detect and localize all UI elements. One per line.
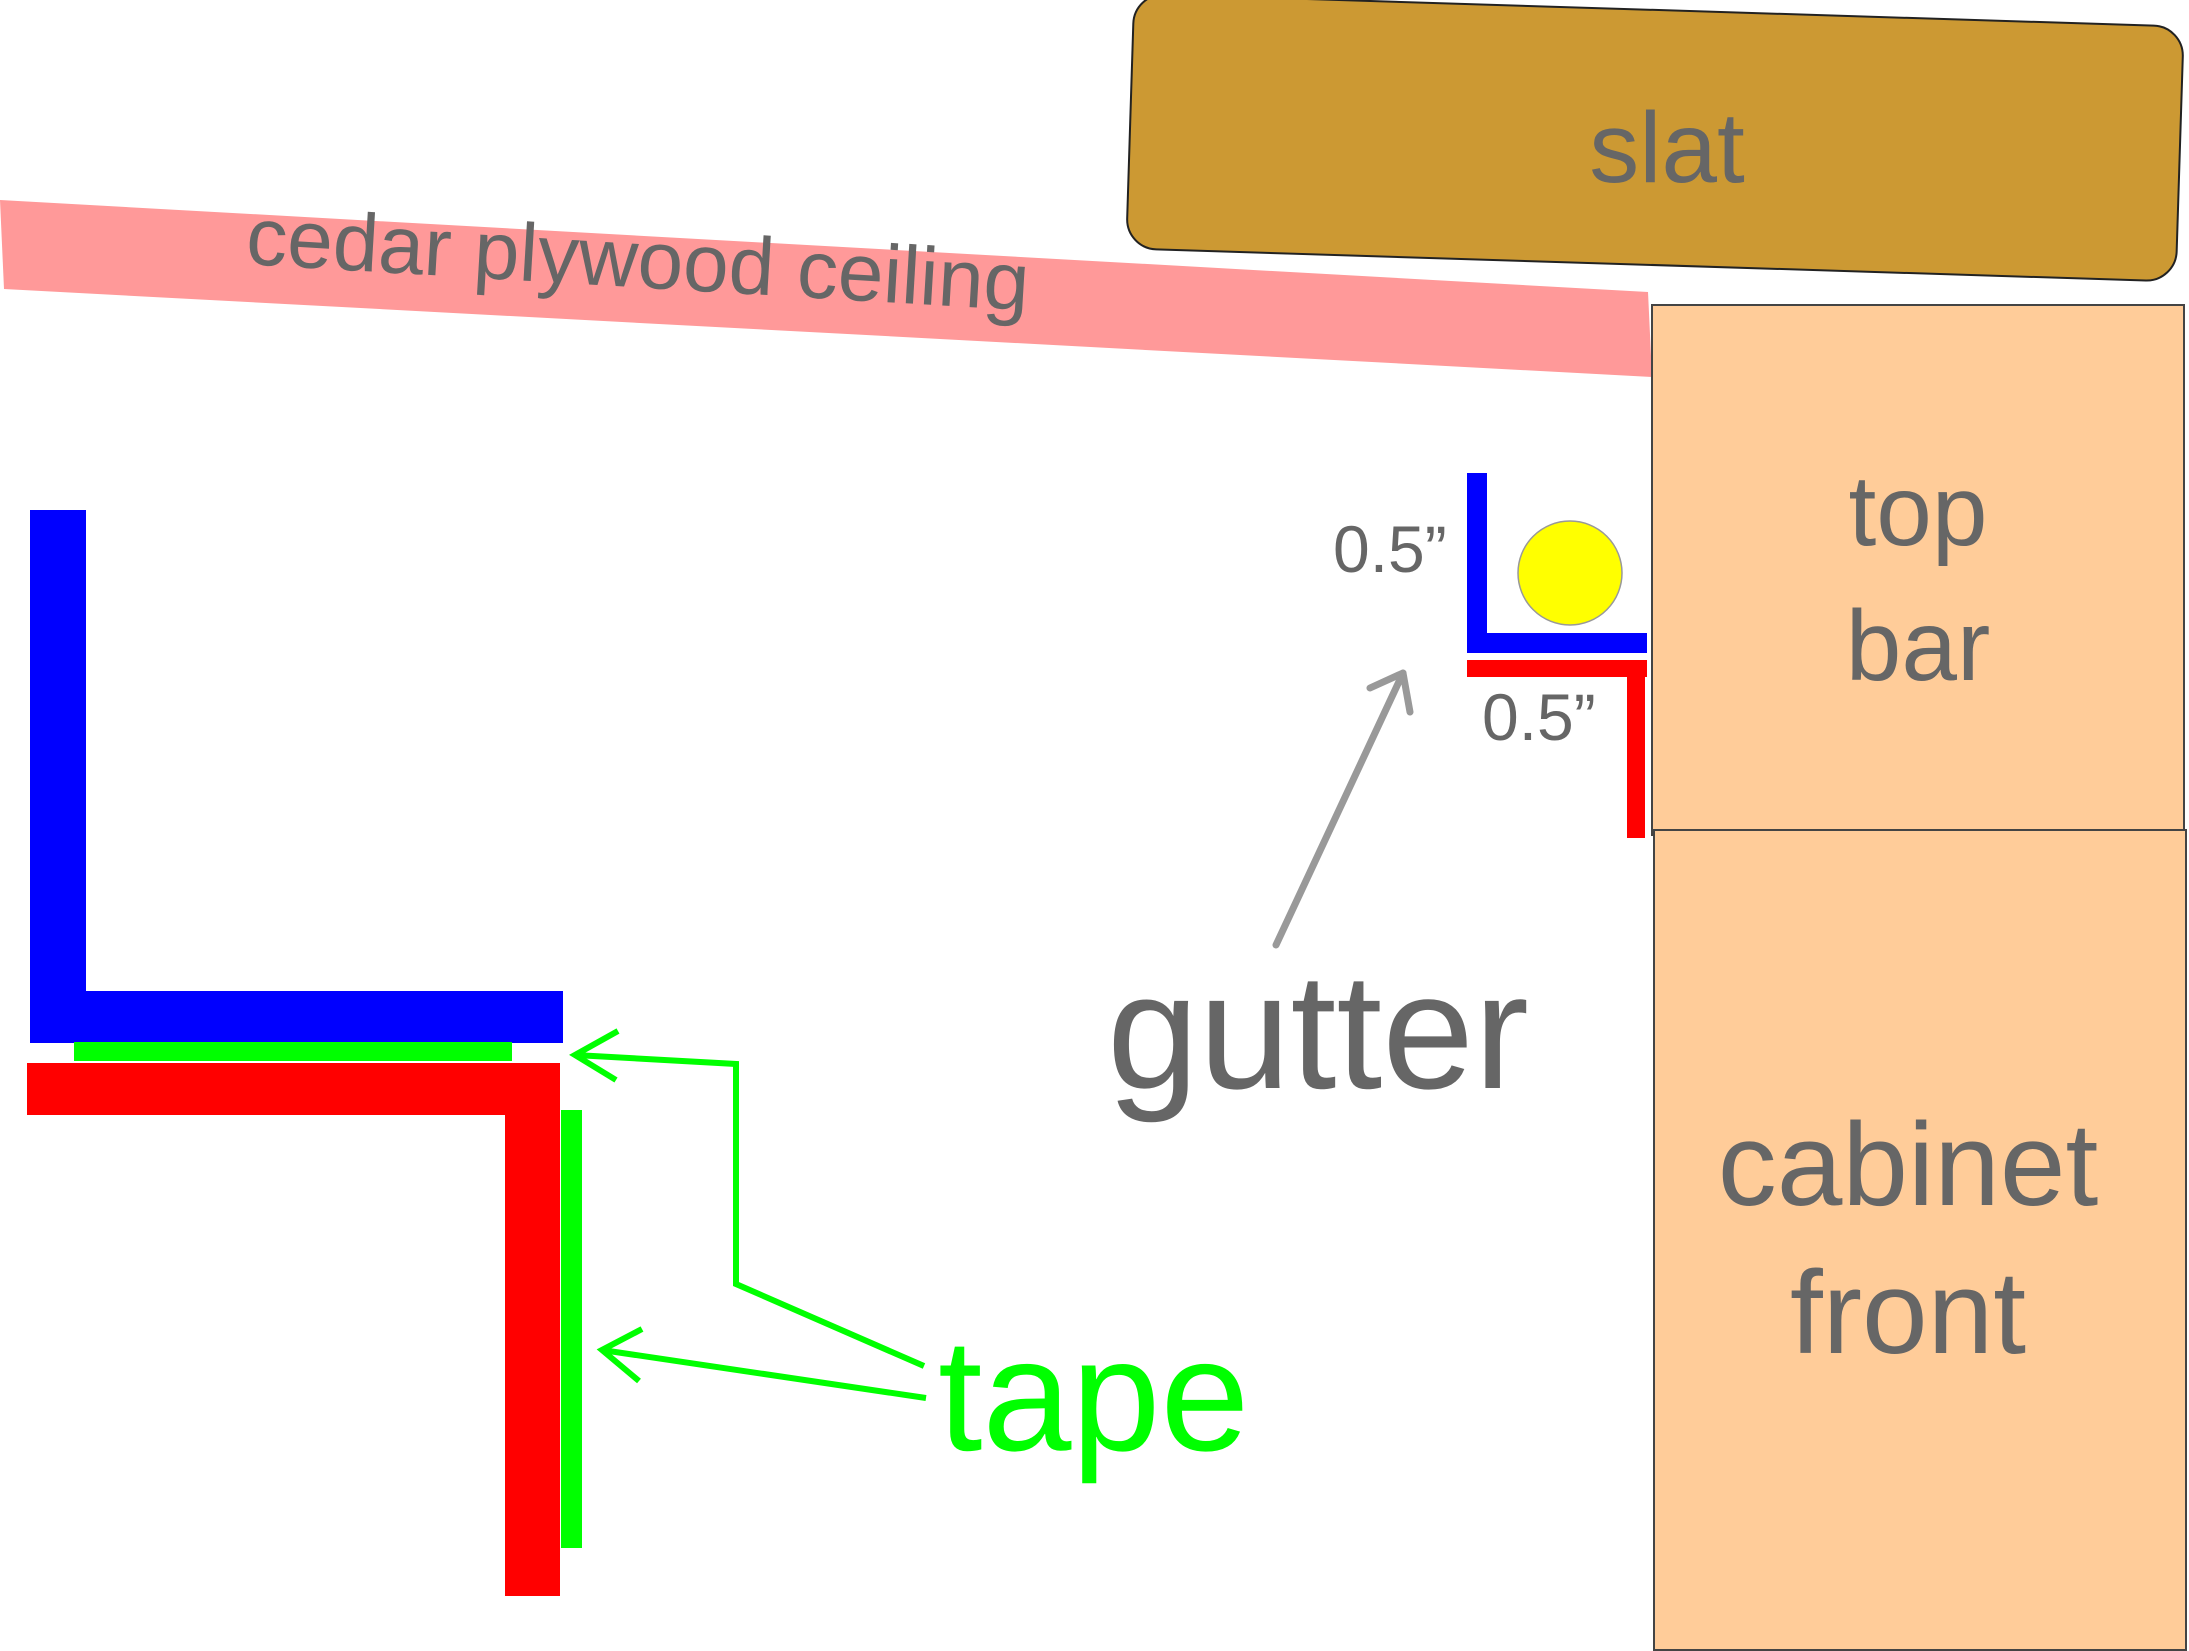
top-bar-label-line1: top — [1848, 455, 1987, 567]
top-bar: top bar — [1651, 304, 2185, 836]
ceiling-band — [0, 200, 1652, 377]
gutter-detail: 0.5” 0.5” — [1333, 473, 1647, 838]
slat-label: slat — [1589, 92, 1745, 204]
cabinet-label-line2: front — [1790, 1247, 2026, 1379]
cabinet-front-panel — [1653, 829, 2187, 1651]
tape-callout: tape — [569, 1028, 1249, 1484]
red-angle-vertical — [505, 1063, 560, 1596]
blue-angle-horizontal — [30, 991, 563, 1043]
gutter-label: gutter — [1107, 939, 1529, 1123]
red-angle-horizontal — [27, 1063, 560, 1115]
slat-board — [1126, 0, 2184, 282]
gutter-blue-vertical — [1467, 473, 1487, 653]
gutter-callout: gutter — [1107, 669, 1529, 1123]
dim-horizontal-label: 0.5” — [1482, 680, 1596, 754]
tape-arrow-upper — [574, 1052, 926, 1369]
dim-vertical-label: 0.5” — [1333, 512, 1447, 586]
gutter-blue-horizontal — [1467, 633, 1647, 653]
cabinet-front: cabinet front — [1653, 829, 2187, 1651]
angle-assembly — [27, 510, 582, 1596]
tape-arrow-lower — [601, 1347, 927, 1401]
gutter-red-vertical — [1627, 660, 1645, 838]
gutter-arrow-head — [1366, 669, 1414, 716]
tape-arrow-lower-head — [596, 1326, 644, 1384]
tape-strip-horizontal — [74, 1042, 512, 1061]
slat: slat — [1126, 0, 2184, 282]
tape-arrow-upper-head — [569, 1028, 620, 1083]
cabinet-label-line1: cabinet — [1718, 1099, 2099, 1231]
blue-angle-vertical — [30, 510, 86, 1043]
top-bar-label-line2: bar — [1846, 590, 1991, 702]
top-bar-panel — [1651, 304, 2185, 836]
gutter-red-horizontal — [1467, 660, 1647, 677]
gutter-arrow-shaft — [1272, 669, 1407, 949]
tape-label: tape — [938, 1305, 1249, 1484]
tape-strip-vertical — [561, 1110, 582, 1548]
gutter-ball — [1517, 520, 1623, 626]
